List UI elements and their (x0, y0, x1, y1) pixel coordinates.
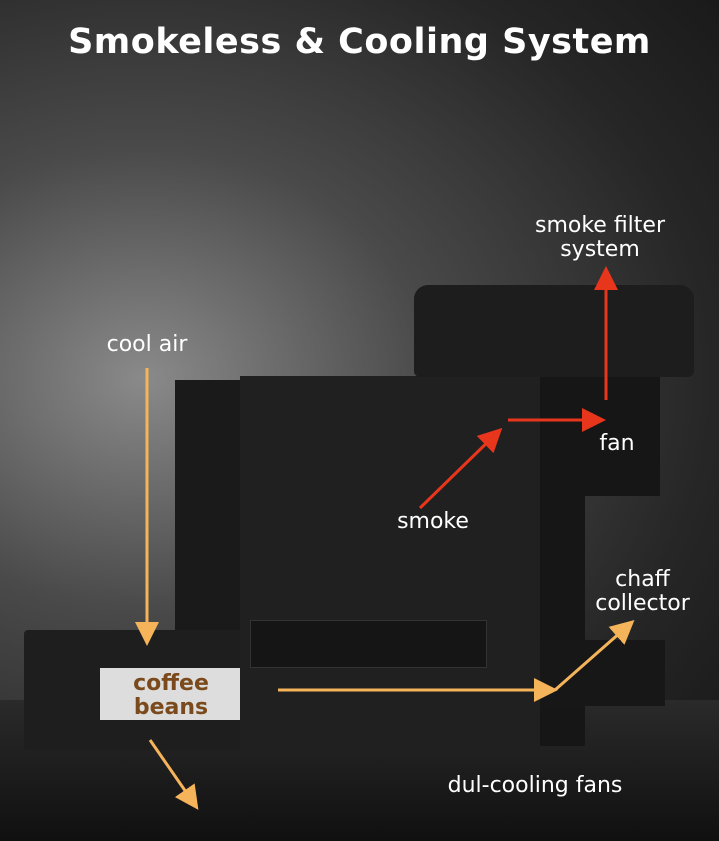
label-smoke-filter: smoke filter system (520, 214, 680, 262)
chaff-arrow (554, 620, 635, 692)
label-coffee-beans: coffee beans (118, 672, 224, 720)
label-smoke: smoke (397, 509, 469, 534)
page-title: Smokeless & Cooling System (68, 22, 651, 62)
drawer-handle (250, 620, 487, 668)
label-line: system (560, 237, 640, 262)
beans-tray (100, 668, 242, 720)
label-line: smoke filter (534, 213, 665, 238)
label-line: chaff (615, 567, 670, 592)
label-line: coffee (133, 671, 209, 696)
beans-arrow (148, 739, 199, 810)
label-line: collector (595, 591, 690, 616)
label-cool-air: cool air (106, 332, 188, 357)
smoke-arrow (418, 427, 503, 510)
roaster-back (175, 380, 245, 630)
chaff-collector (540, 640, 665, 706)
right-column (540, 376, 660, 496)
label-cooling-fans: dul-cooling fans (447, 773, 623, 798)
smoke-filter-box (414, 285, 694, 377)
label-chaff-collector: chaff collector (585, 568, 700, 616)
label-fan: fan (599, 431, 635, 456)
label-line: beans (133, 695, 209, 720)
